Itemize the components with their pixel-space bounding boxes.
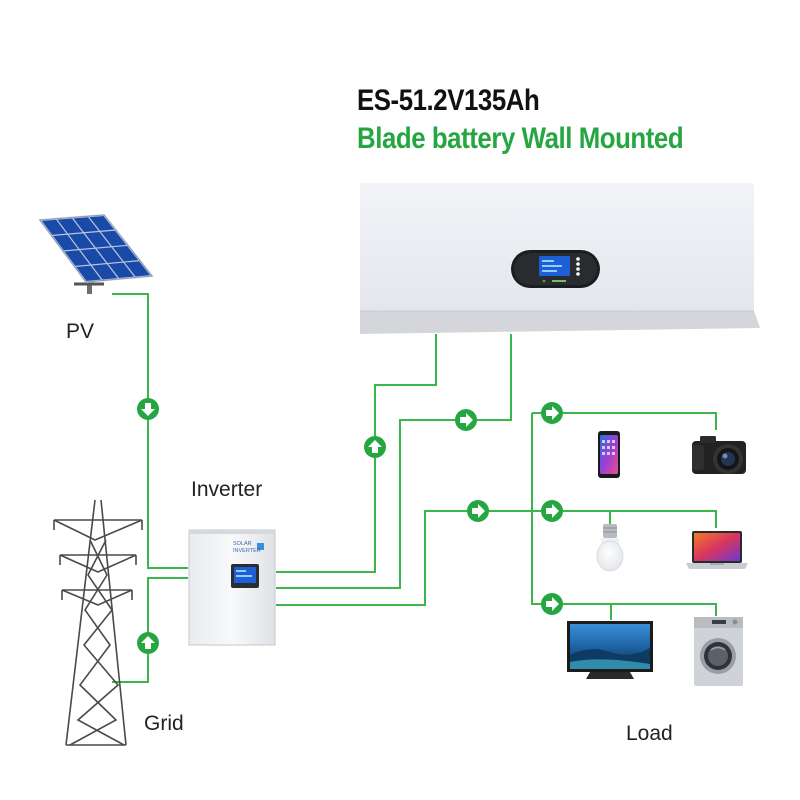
load-row-1 — [532, 412, 717, 430]
power-tower-icon — [53, 499, 143, 746]
load-row-2 — [570, 510, 717, 528]
flow-arrow-icon — [541, 402, 563, 424]
flow-arrow-icon — [364, 436, 386, 458]
connection-lines — [112, 293, 717, 683]
laptop-icon — [686, 531, 748, 569]
solar-panel-icon — [38, 213, 154, 294]
light-bulb-icon — [596, 524, 624, 572]
battery-icon — [360, 183, 760, 334]
pv-label: PV — [66, 320, 95, 343]
flow-arrow-icon — [455, 409, 477, 431]
grid-line — [112, 577, 188, 683]
inverter-brand-line2: INVERTER — [233, 548, 261, 554]
flow-arrow-icon — [467, 500, 489, 522]
flow-arrows — [137, 398, 563, 654]
flow-arrow-icon — [541, 593, 563, 615]
product-subtitle: Blade battery Wall Mounted — [357, 122, 684, 155]
camera-icon — [692, 436, 746, 474]
inverter-label: Inverter — [191, 478, 263, 501]
load-row-3 — [570, 603, 717, 616]
inverter-battery-line-1 — [276, 334, 437, 573]
inverter-battery-line-2 — [276, 334, 512, 589]
flow-arrow-icon — [137, 398, 159, 420]
inverter-load-line — [276, 510, 570, 606]
pv-line — [112, 293, 188, 569]
load-label: Load — [626, 722, 673, 745]
flow-arrow-icon — [137, 632, 159, 654]
flow-arrow-icon — [541, 500, 563, 522]
product-title: ES-51.2V135Ah — [357, 84, 540, 117]
smartphone-icon — [598, 431, 620, 478]
washing-machine-icon — [694, 617, 743, 686]
inverter-icon: SOLAR INVERTER — [188, 529, 276, 646]
inverter-brand-line1: SOLAR — [233, 541, 252, 547]
television-icon — [567, 621, 653, 679]
grid-label: Grid — [144, 712, 184, 735]
